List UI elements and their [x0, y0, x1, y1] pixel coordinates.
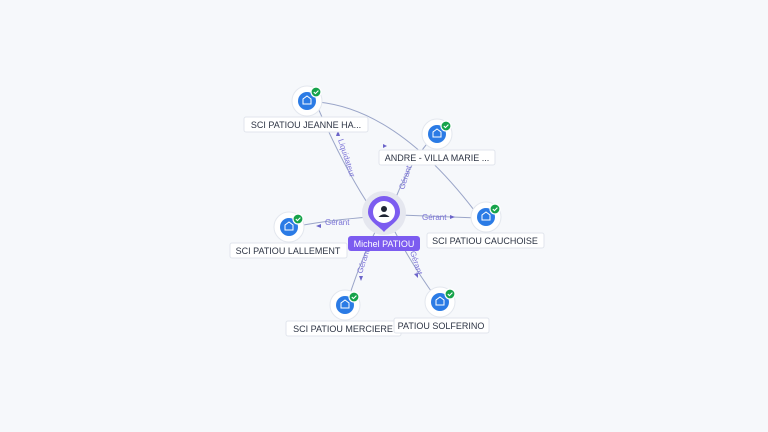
edge-jeanne-cauchoise: [317, 101, 481, 219]
company-label: SCI PATIOU JEANNE HA...: [251, 120, 361, 130]
arrow-head: [414, 273, 418, 278]
company-label: SCI PATIOU LALLEMENT: [236, 246, 341, 256]
company-label: ANDRE - VILLA MARIE ...: [385, 153, 490, 163]
check-glyph: [443, 124, 449, 129]
check-icon: [310, 86, 322, 98]
label-box: [229, 242, 348, 259]
person-icon: [381, 206, 387, 212]
check-glyph: [351, 295, 357, 300]
company-label: PATIOU SOLFERINO: [398, 321, 485, 331]
edge-gerant-cauchoise: [399, 214, 479, 219]
arrow-head: [336, 130, 340, 136]
label-box: [378, 149, 496, 166]
check-icon: [292, 213, 304, 225]
company-label: SCI PATIOU CAUCHOISE: [432, 236, 538, 246]
person-label: Michel PATIOU: [354, 239, 415, 249]
check-glyph: [447, 292, 453, 297]
building-glyph: [435, 296, 445, 306]
building-icon: [477, 208, 495, 226]
edge-label: Liquidateur: [336, 138, 357, 179]
edge-label: Gérant: [397, 164, 413, 191]
building-glyph: [284, 221, 294, 231]
building-glyph: [432, 128, 442, 138]
company-node-jeanne[interactable]: SCI PATIOU JEANNE HA...: [243, 85, 369, 133]
building-glyph: [302, 95, 312, 105]
person-icon-body: [378, 214, 390, 217]
arrow-head: [383, 144, 387, 148]
edge-label: Gérant: [422, 213, 447, 222]
building-icon: [280, 218, 298, 236]
building-icon: [428, 125, 446, 143]
company-node-solferino[interactable]: PATIOU SOLFERINO: [393, 286, 490, 334]
check-glyph: [492, 207, 498, 212]
label-box: [243, 116, 369, 133]
edge-label: Gérant: [325, 218, 350, 227]
arrow-head: [359, 276, 363, 281]
check-icon: [444, 288, 456, 300]
check-icon: [440, 120, 452, 132]
edge-label: Gérant: [355, 248, 371, 275]
company-node-lallement[interactable]: SCI PATIOU LALLEMENT: [229, 211, 348, 259]
person-node-center[interactable]: Michel PATIOU: [348, 191, 420, 251]
check-icon: [489, 203, 501, 215]
check-glyph: [313, 90, 319, 95]
arrow-head: [450, 215, 455, 219]
building-icon: [336, 296, 354, 314]
building-glyph: [340, 299, 350, 309]
check-icon: [348, 291, 360, 303]
check-glyph: [295, 217, 301, 222]
edge-label: Gérant: [408, 250, 424, 277]
building-icon: [298, 92, 316, 110]
label-box: [393, 317, 490, 334]
company-node-andre[interactable]: ANDRE - VILLA MARIE ...: [378, 118, 496, 166]
company-node-cauchoise[interactable]: SCI PATIOU CAUCHOISE: [426, 201, 545, 249]
company-label: SCI PATIOU MERCIERE: [293, 324, 393, 334]
company-node-merciere[interactable]: SCI PATIOU MERCIERE: [285, 289, 402, 337]
arrow-head: [316, 224, 321, 228]
label-box: [426, 232, 545, 249]
person-label-box: [348, 236, 420, 251]
building-glyph: [481, 211, 491, 221]
building-icon: [431, 293, 449, 311]
